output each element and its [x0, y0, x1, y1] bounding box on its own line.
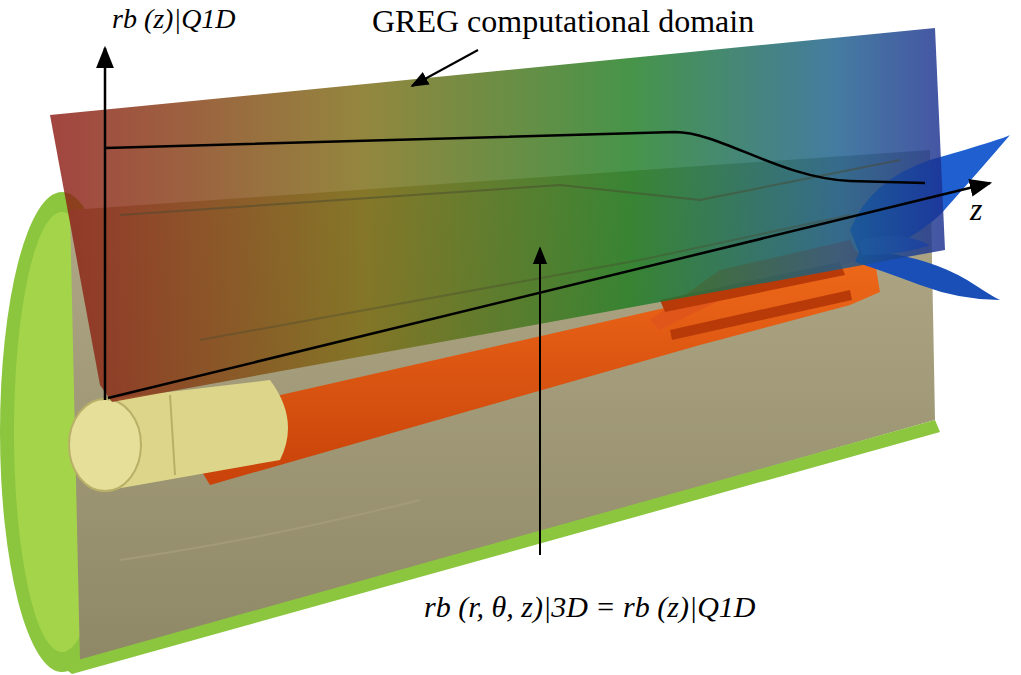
domain-label: GREG computational domain — [372, 4, 754, 39]
z-axis — [108, 183, 990, 398]
axis-label: rb (z)|Q1D — [112, 4, 236, 35]
housing-seam — [120, 500, 420, 560]
radius-profile-curve — [106, 132, 925, 183]
hub-step — [170, 395, 175, 475]
rotor-fin — [670, 290, 852, 340]
equation-label: rb (r, θ, z)|3D = rb (z)|Q1D — [420, 590, 759, 623]
hub-face — [69, 399, 141, 491]
radius-axis — [104, 48, 107, 400]
shroud-outline — [120, 160, 900, 215]
computational-plane — [50, 28, 945, 402]
axis-label: z — [970, 192, 982, 227]
leader-arrow — [412, 50, 478, 86]
leader-arrow — [539, 248, 541, 555]
shroud-outline — [200, 215, 850, 340]
